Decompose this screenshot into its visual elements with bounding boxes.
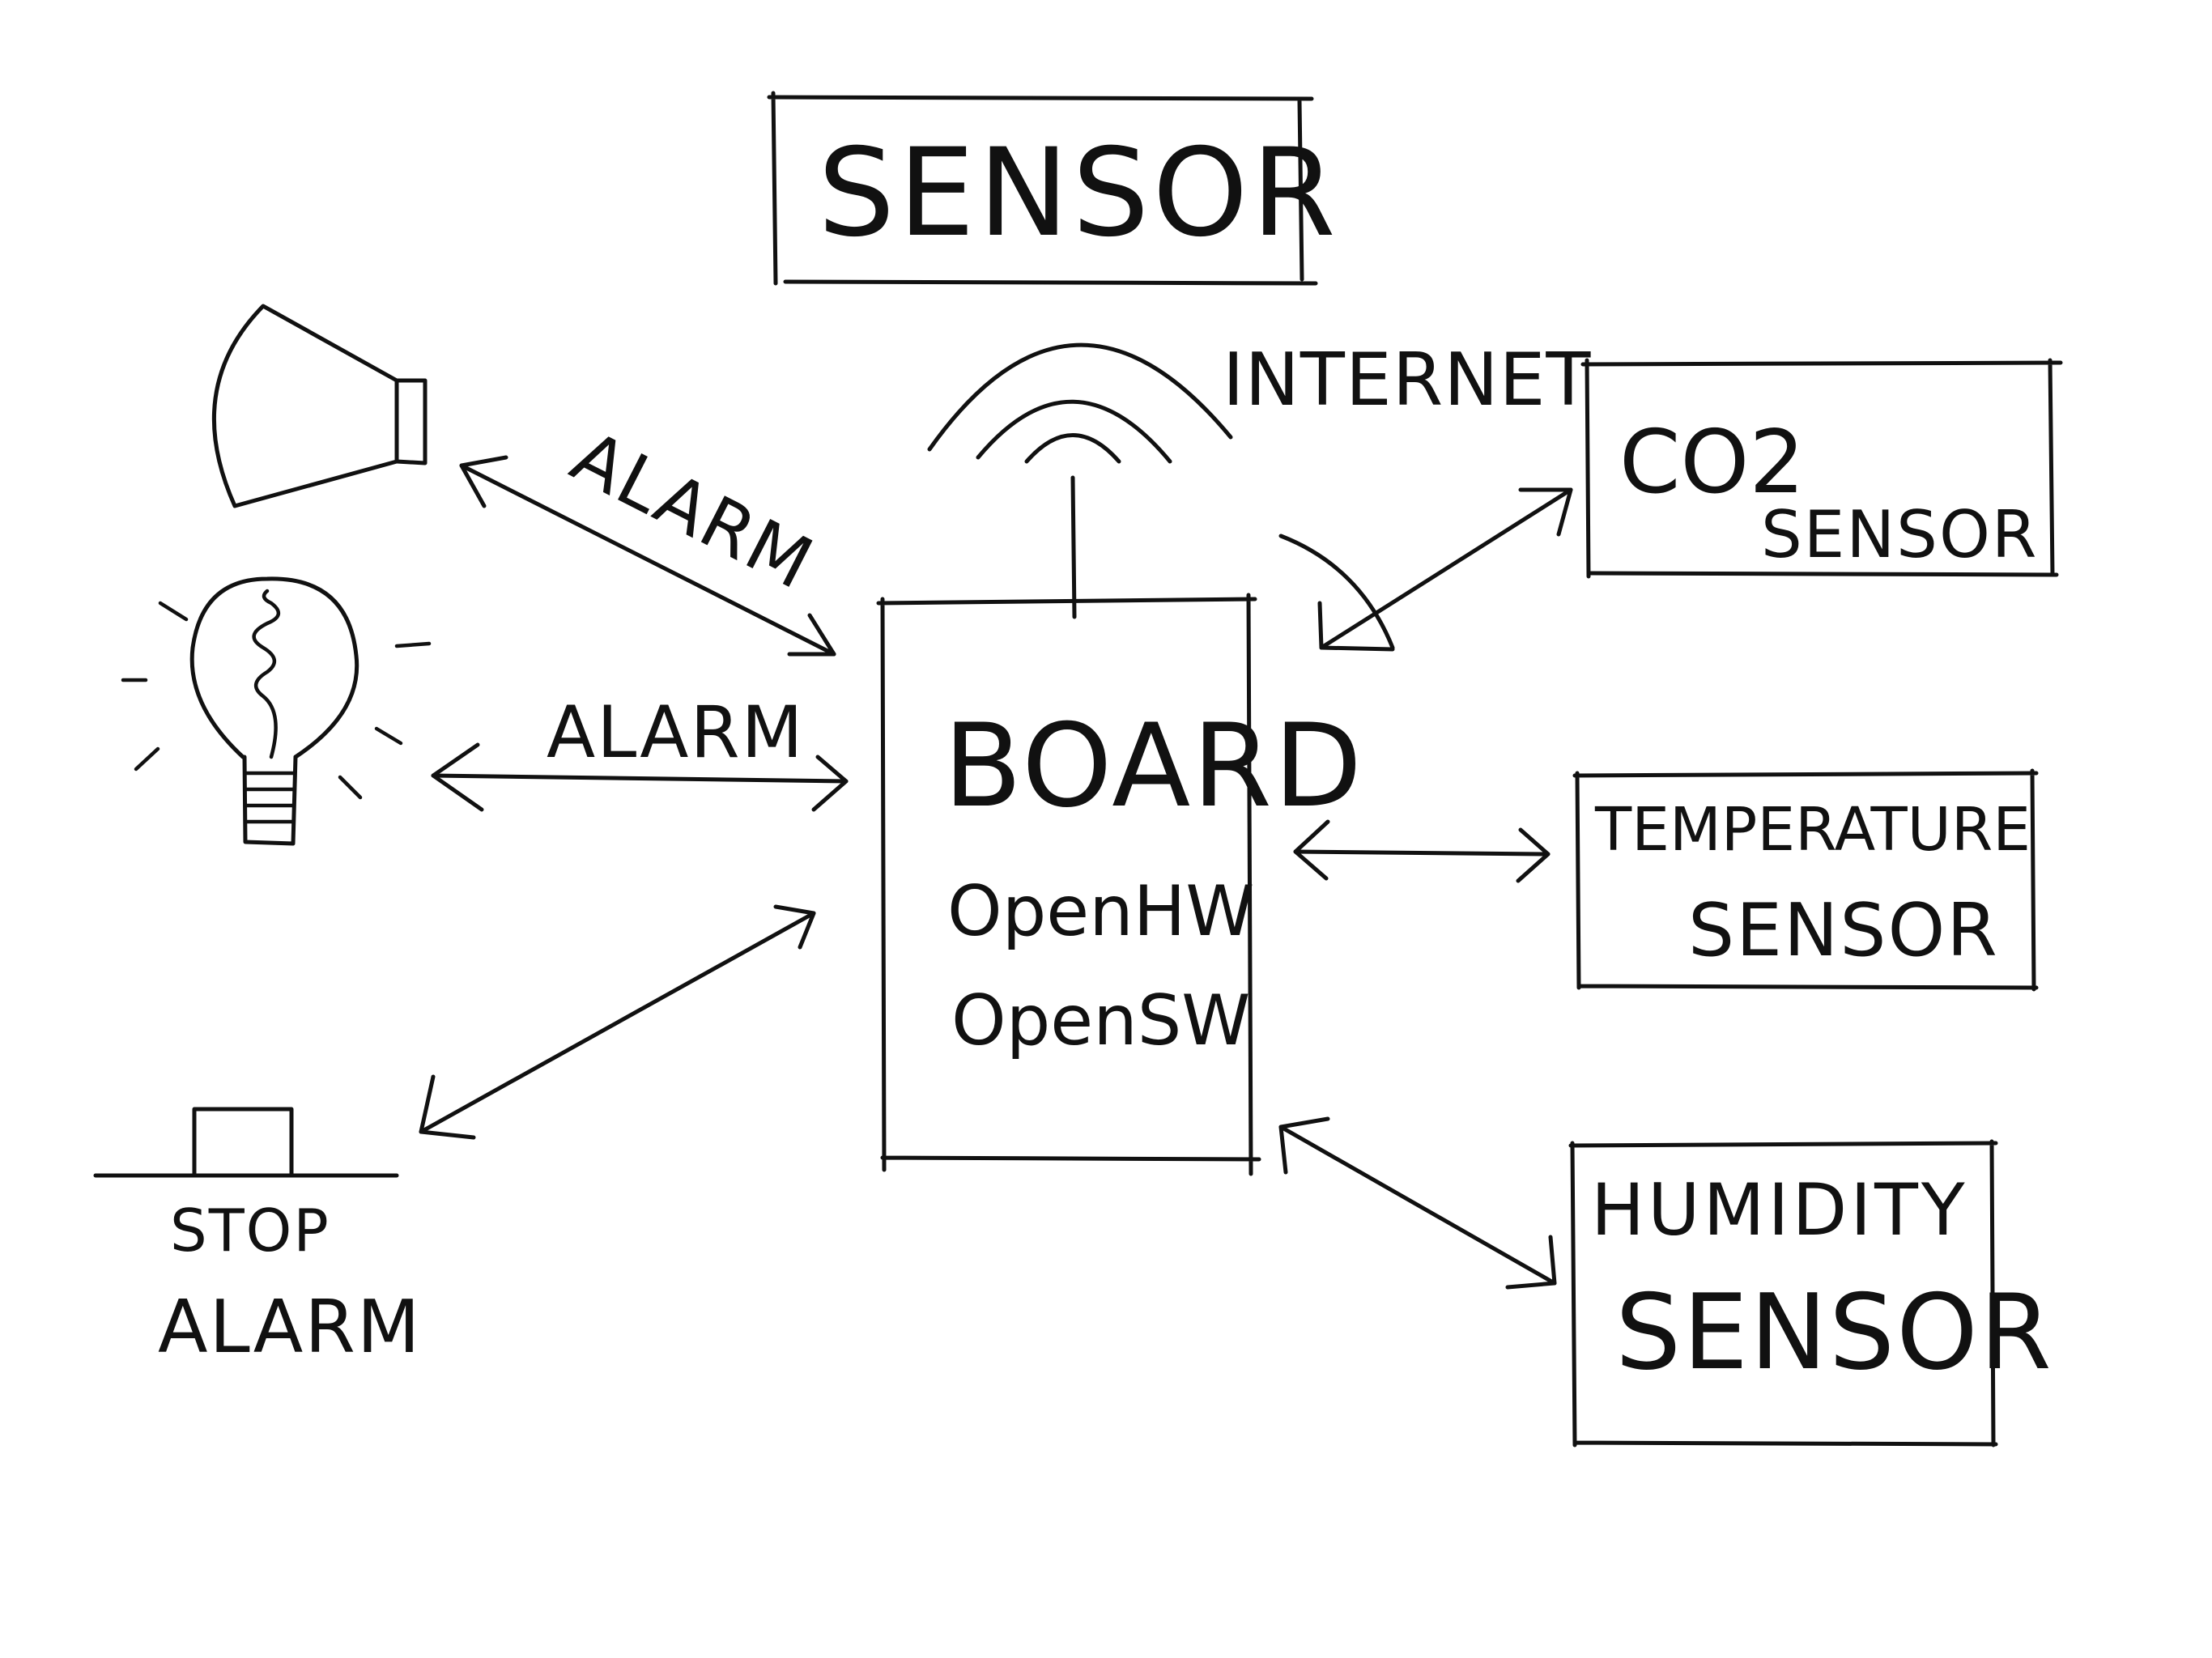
wifi-signal-icon xyxy=(927,342,1233,464)
board-title: BOARD xyxy=(943,699,1363,833)
humidity-sensor-label-top: HUMIDITY xyxy=(1591,1168,1968,1252)
siren-alarm-label: ALARM xyxy=(559,414,827,606)
co2-sensor-label-main: CO2 xyxy=(1619,412,1805,513)
light-rays-icon xyxy=(121,601,432,800)
antenna-icon xyxy=(1070,475,1077,619)
sensor-title-box: SENSOR xyxy=(767,91,1339,286)
siren-icon xyxy=(211,304,428,508)
co2-sensor-box: CO2 SENSOR xyxy=(1580,358,2063,579)
temperature-board-arrow xyxy=(1293,819,1551,883)
light-bulb-icon xyxy=(121,576,432,846)
co2-sensor-label-sub: SENSOR xyxy=(1761,497,2039,572)
push-button-icon xyxy=(93,1107,399,1178)
temperature-sensor-label-bottom: SENSOR xyxy=(1688,888,1999,973)
lamp-alarm-label: ALARM xyxy=(547,691,805,774)
humidity-sensor-label-bottom: SENSOR xyxy=(1615,1273,2053,1393)
board-opensw-label: OpenSW xyxy=(951,980,1250,1061)
co2-board-arrow xyxy=(1278,487,1573,652)
humidity-board-arrow xyxy=(1278,1116,1557,1290)
humidity-sensor-box: HUMIDITY SENSOR xyxy=(1568,1139,2053,1448)
board-box: BOARD OpenHW OpenSW xyxy=(876,593,1363,1176)
temperature-sensor-label-top: TEMPERATURE xyxy=(1594,795,2031,865)
stop-alarm-label-bottom: ALARM xyxy=(158,1285,422,1370)
siren-board-arrow xyxy=(459,455,836,657)
board-openhw-label: OpenHW xyxy=(947,871,1254,952)
internet-label: INTERNET xyxy=(1223,338,1591,423)
temperature-sensor-box: TEMPERATURE SENSOR xyxy=(1572,768,2039,992)
lamp-board-arrow xyxy=(431,742,849,812)
sensor-title-label: SENSOR xyxy=(818,123,1339,264)
stop-button-board-arrow xyxy=(419,904,816,1140)
stop-alarm-label-top: STOP xyxy=(170,1197,330,1265)
